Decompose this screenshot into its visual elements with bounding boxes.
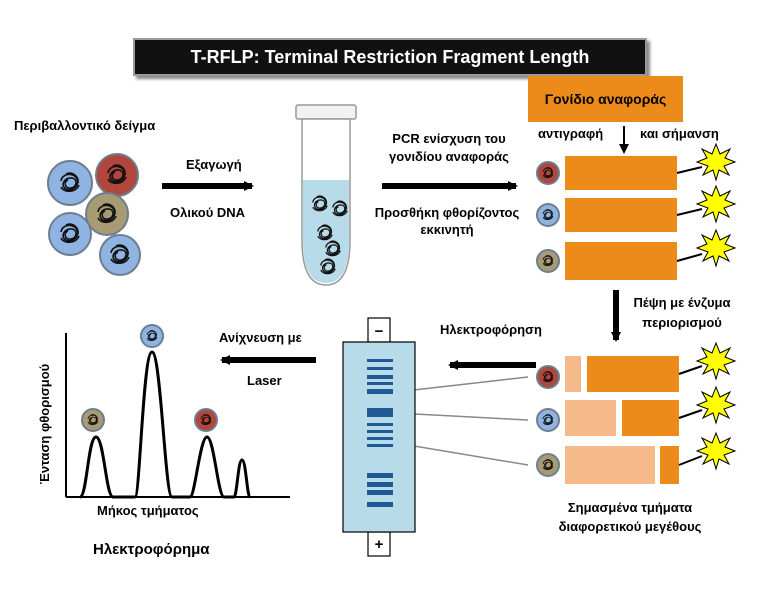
pcr-label-line2: γονιδίου αναφοράς [389, 149, 509, 164]
pcr-label-line1: PCR ενίσχυση του [392, 131, 506, 146]
primer-label-line2: εκκινητή [420, 222, 474, 237]
cell-icon [99, 234, 141, 276]
cell-icon [95, 153, 139, 197]
cell-icon [47, 160, 93, 206]
detection-label-line1: Ανίχνευση με [219, 330, 302, 345]
cell-icon [536, 365, 560, 389]
labeling-label: και σήμανση [640, 126, 719, 141]
cell-icon [81, 408, 105, 432]
gel-icon [342, 317, 416, 557]
electropherogram-label: Ηλεκτροφόρημα [93, 541, 210, 558]
page-title: T-RFLP: Terminal Restriction Fragment Le… [133, 38, 647, 101]
cell-icon [140, 324, 164, 348]
digested-fragments [536, 342, 736, 484]
cell-icon [85, 192, 129, 236]
pcr-products [536, 143, 736, 280]
digestion-label-line1: Πέψη με ένζυμα [633, 295, 731, 310]
test-tube-icon [295, 104, 357, 286]
environmental-sample-label: Περιβαλλοντικό δείγμα [14, 118, 156, 133]
cell-icon [536, 203, 560, 227]
y-axis-label: Ένταση φθορισμού [37, 363, 52, 484]
primer-label-line1: Προσθήκη φθορίζοντος [374, 205, 520, 220]
cell-icon [536, 408, 560, 432]
arrow-icon [394, 376, 529, 397]
gel-minus-sign: − [375, 323, 384, 340]
cell-icon [536, 453, 560, 477]
total-dna-label: Ολικού DNA [170, 205, 246, 220]
reference-gene-box: Γονίδιο αναφοράς [528, 76, 683, 122]
cell-icon [536, 249, 560, 273]
labeled-fragments-line1: Σημασμένα τμήματα [567, 500, 693, 515]
copying-label: αντιγραφή [538, 126, 604, 141]
cell-icon [536, 161, 560, 185]
electropherogram-chart [65, 324, 290, 499]
detection-label-line2: Laser [247, 373, 282, 388]
labeled-fragments-line2: διαφορετικού μεγέθους [558, 519, 702, 534]
x-axis-label: Μήκος τμήματος [97, 503, 199, 518]
digestion-label-line2: περιορισμού [642, 315, 722, 330]
gel-plus-sign: + [375, 536, 384, 553]
cell-icon [194, 408, 218, 432]
electrophoresis-label: Ηλεκτροφόρηση [440, 322, 542, 337]
arrow-icon [394, 408, 529, 421]
extraction-label: Εξαγωγή [186, 157, 242, 172]
cell-icon [48, 212, 92, 256]
environmental-sample-cells [47, 153, 141, 276]
arrow-icon [394, 439, 529, 466]
